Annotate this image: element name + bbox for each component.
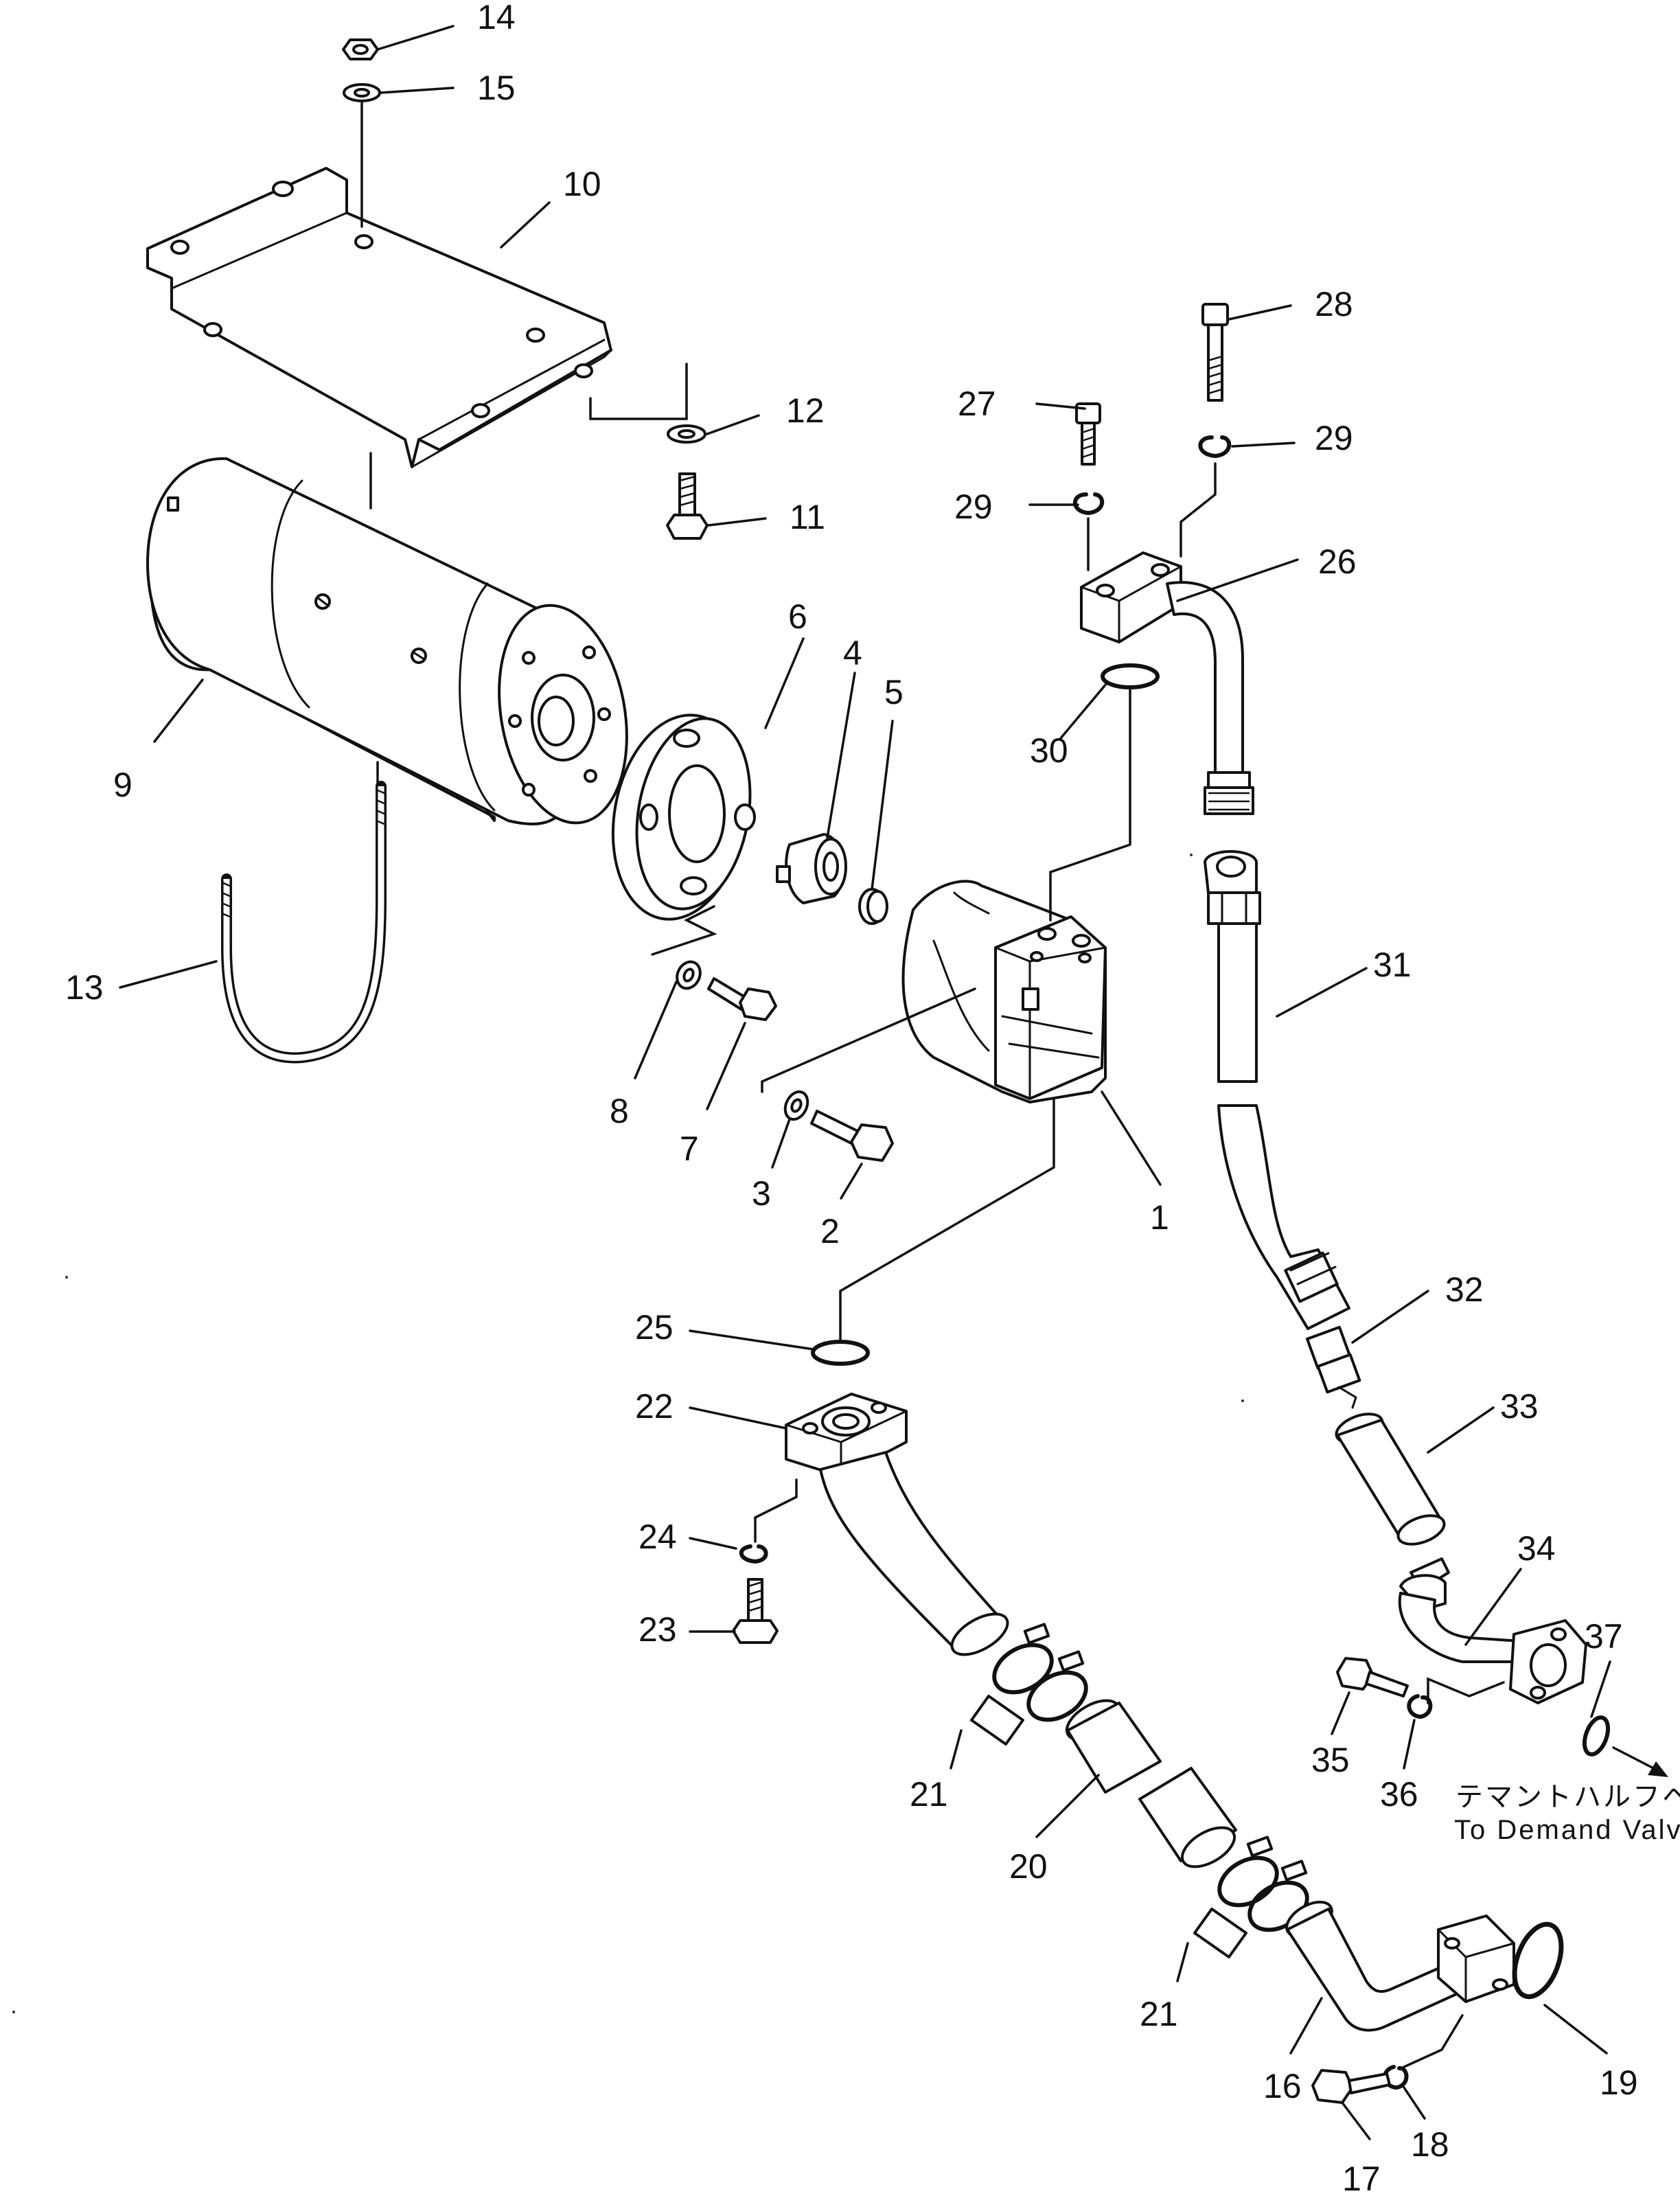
bolt-2 [810,1110,894,1162]
print-specks [12,854,1244,2013]
hose-clamp-21-upper [970,1623,1088,1746]
callout-36: 36 [1380,1775,1418,1814]
callout-27: 27 [958,385,996,423]
callout-2: 2 [820,1212,840,1250]
bolt-27 [1075,402,1101,466]
callout-13: 13 [65,968,104,1007]
callout-6: 6 [788,597,807,636]
pump-1 [901,880,1107,1103]
coupling-6 [611,713,756,921]
callout-31: 31 [1373,946,1412,984]
callout-7: 7 [680,1130,699,1168]
callout-19: 19 [1600,2063,1638,2102]
callout-5: 5 [884,673,904,711]
leader-lines [119,25,1611,2140]
callout-20: 20 [1009,1847,1048,1886]
callout-8: 8 [610,1092,629,1130]
motor-9 [146,457,628,825]
callout-23: 23 [638,1610,677,1649]
callout-33: 33 [1500,1387,1539,1426]
callout-21b: 21 [1140,1995,1178,2033]
callout-29a: 29 [954,488,993,526]
nut-14 [342,38,379,60]
callout-11: 11 [790,498,825,536]
callout-labels: 14 15 10 12 11 9 13 6 4 5 8 7 3 2 1 27 2… [65,0,1680,2196]
o-ring-30 [1101,663,1160,689]
washer-8 [676,960,702,990]
fitting-32 [1305,1325,1361,1409]
washer-15 [343,83,381,102]
callout-17: 17 [1342,2160,1381,2196]
callout-22: 22 [635,1387,674,1426]
callout-30: 30 [1030,731,1068,770]
callout-3: 3 [752,1174,771,1213]
callout-14: 14 [477,0,516,36]
elbow-34 [1398,1557,1587,1704]
flow-arrow-icon [1612,1746,1668,1777]
rubber-hose-20 [1066,1699,1237,1868]
callout-26: 26 [1318,542,1357,581]
bolt-28 [1201,303,1229,402]
cable-13 [221,781,387,1064]
washer-12 [667,424,706,444]
o-ring-37 [1582,1715,1611,1757]
destination-note-english: To Demand Valve [1454,1815,1680,1845]
callout-9: 9 [113,766,133,804]
callout-10: 10 [563,165,601,203]
bolt-35 [1336,1657,1409,1697]
washer-29-left [1072,492,1105,515]
callout-32: 32 [1445,1270,1484,1309]
washer-18 [1383,2065,1409,2090]
callout-24: 24 [638,1518,677,1556]
callout-25: 25 [635,1308,674,1347]
destination-note-japanese: テマントハルフヘ [1455,1782,1680,1812]
callout-4: 4 [843,634,862,672]
bushing-4 [776,833,847,904]
elbow-pipe-26 [1080,551,1254,815]
hose-31 [1204,850,1350,1330]
bolt-11 [666,472,709,540]
callout-29b: 29 [1315,419,1353,457]
assembly-lines [360,102,1505,2068]
flange-pipe-22 [785,1393,1009,1656]
callout-37: 37 [1585,1617,1623,1656]
washer-24 [739,1544,768,1564]
callout-16: 16 [1263,2067,1302,2105]
bolt-7 [707,977,777,1021]
callout-1: 1 [1150,1198,1169,1237]
callout-35: 35 [1311,1741,1350,1779]
callout-15: 15 [477,69,516,107]
callout-21a: 21 [910,1775,948,1814]
o-ring-19 [1512,1921,1564,2000]
callout-18: 18 [1411,2125,1449,2164]
bracket-10 [146,167,612,468]
bolt-17 [1311,2069,1391,2104]
washer-3 [783,1090,809,1121]
o-ring-25 [811,1340,870,1366]
callout-12: 12 [786,391,825,430]
bolt-23 [732,1578,779,1644]
callout-28: 28 [1315,285,1353,323]
sleeve-33 [1335,1412,1446,1546]
washer-29-right [1198,435,1232,458]
callout-34: 34 [1517,1529,1556,1568]
plug-5 [858,888,888,925]
